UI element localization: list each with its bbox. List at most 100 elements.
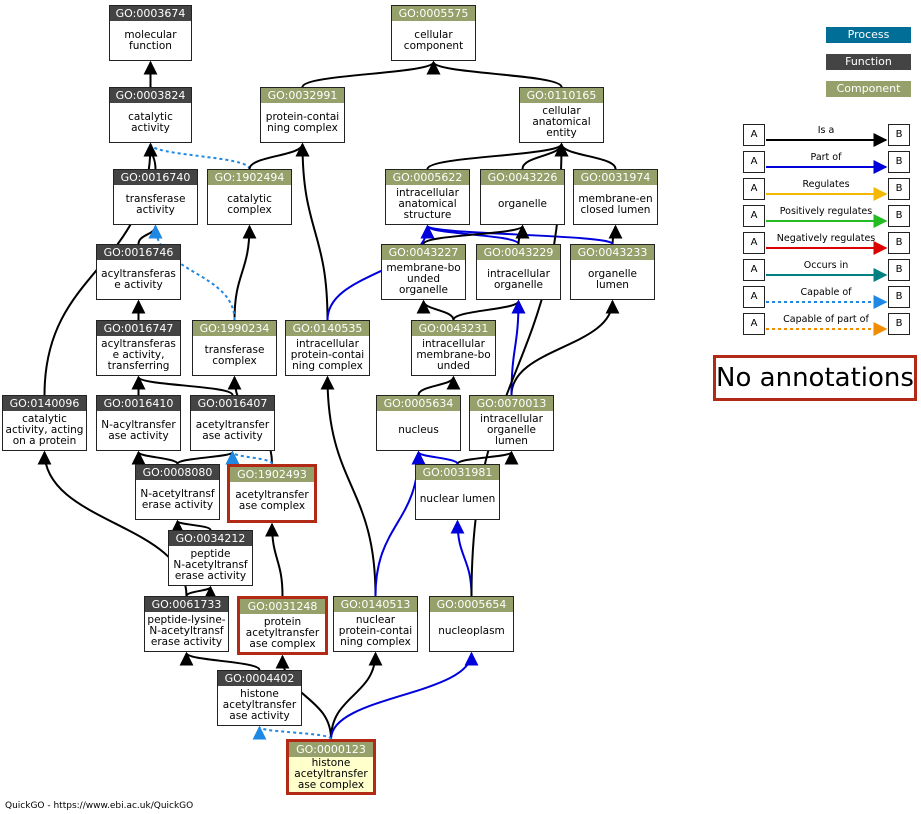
no-annotations-label: No annotations (713, 355, 917, 401)
edge-is-a (301, 60, 441, 88)
go-term-label-line: activity, acting (5, 424, 84, 436)
go-term-label-line: catalytic (227, 192, 272, 205)
edge-is-a (510, 299, 620, 396)
go-term-id: GO:0004402 (218, 671, 301, 686)
go-term-id: GO:0003674 (110, 6, 191, 21)
go-term-id: GO:0043231 (412, 321, 495, 336)
go-term-id: GO:0016410 (97, 396, 180, 411)
go-term-label-line: molecular (124, 28, 177, 41)
go-term-label-line: nuclear (355, 614, 396, 626)
go-term-label-line: N-acyltransfer (101, 418, 176, 431)
go-term-label-line: catalytic (22, 413, 67, 425)
edge-is-a (554, 142, 617, 170)
go-term-label-line: e activity, (112, 349, 165, 361)
go-term-id: GO:0032991 (261, 88, 344, 103)
go-term-label-line: acetyltransfer (235, 489, 309, 501)
go-term-label-line: catalytic (128, 110, 173, 123)
go-term-label-line: protein (263, 615, 302, 628)
edge-is-a (275, 654, 332, 740)
go-term-label-line: complex (212, 354, 257, 367)
go-term-label-line: protein-contai (338, 625, 413, 637)
go-term-id: GO:0110165 (520, 88, 603, 103)
go-term-label-line: acetyltransfer (222, 699, 297, 711)
go-term-label-line: peptide-lysine- (147, 614, 226, 626)
edge-capable-of (252, 725, 332, 740)
go-term-label-line: function (129, 39, 172, 52)
go-term-label-line: intracellular (480, 413, 543, 425)
legend-box-a: A (743, 205, 765, 227)
go-term-label-line: protein-contai (290, 349, 365, 361)
go-term-id: GO:0016740 (114, 170, 197, 185)
edge-is-a (295, 142, 329, 321)
go-term-label-line: structure (403, 209, 452, 221)
go-term-label-line: erase activity (174, 570, 247, 582)
go-term-label-line: ning complex (292, 360, 363, 372)
go-term-id: GO:0031981 (416, 465, 499, 480)
legend-box-a: A (743, 124, 765, 146)
edge-is-a (330, 651, 383, 740)
footer-credit: QuickGO - https://www.ebi.ac.uk/QuickGO (5, 801, 194, 811)
go-term-label-line: unded (406, 273, 441, 285)
go-term-label-line: lumen (495, 435, 528, 447)
go-term-id: GO:0016746 (97, 245, 180, 260)
go-term-label-line: cellular (542, 105, 581, 117)
legend-box-a: A (743, 232, 765, 254)
go-term-label: nucleus (377, 411, 460, 450)
edge-is-a (248, 142, 310, 170)
go-term-id: GO:0043226 (481, 170, 564, 185)
legend-box-b: B (888, 124, 910, 146)
legend-relation-label: Occurs in (803, 260, 849, 271)
go-term-label-line: peptide (190, 548, 231, 560)
go-term-label-line: complex (227, 203, 272, 216)
edge-is-a (176, 450, 240, 465)
go-term-label-line: intracellular (487, 267, 550, 280)
